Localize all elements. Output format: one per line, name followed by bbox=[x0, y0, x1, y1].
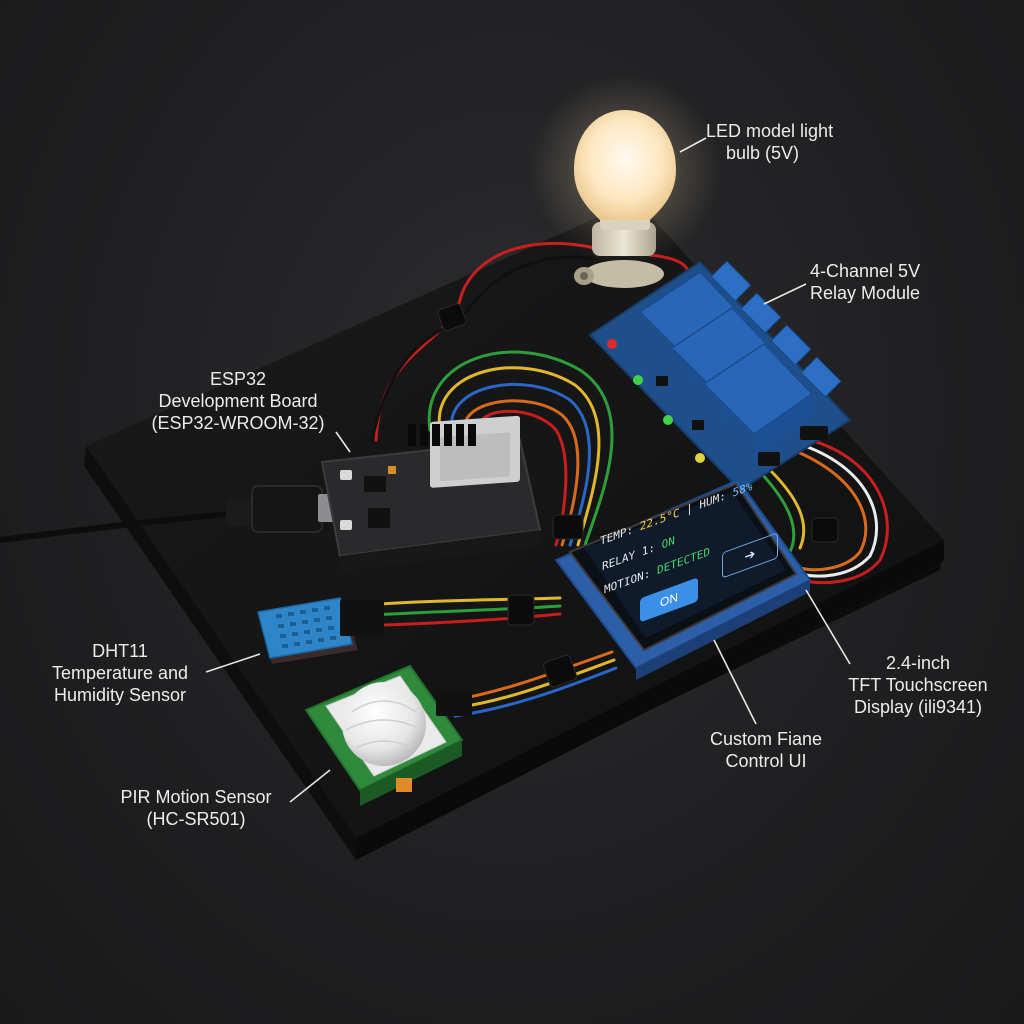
esp32-regulator bbox=[368, 508, 390, 528]
leader-pir bbox=[289, 769, 331, 803]
label-tft-line1: 2.4-inch bbox=[885, 653, 951, 673]
relay-led-1 bbox=[633, 375, 643, 385]
label-led-bulb: LED model light bulb (5V) bbox=[706, 120, 833, 164]
relay-chip-1 bbox=[656, 376, 668, 386]
boot-button bbox=[340, 470, 352, 480]
relay-led-2 bbox=[663, 415, 673, 425]
label-relay-line2: Relay Module bbox=[810, 283, 921, 303]
relay-led-power bbox=[607, 339, 617, 349]
label-led-bulb-line1: LED model light bbox=[706, 121, 834, 141]
leader-tft bbox=[805, 589, 851, 665]
tft-display bbox=[554, 478, 812, 680]
label-relay-module: 4-Channel 5V Relay Module bbox=[810, 260, 920, 304]
label-esp32-line3: (ESP32-WROOM-32) bbox=[151, 413, 325, 433]
relay-led-3 bbox=[695, 453, 705, 463]
label-esp32-line2: Development Board bbox=[158, 391, 318, 411]
label-pir-line2: (HC-SR501) bbox=[146, 809, 246, 829]
label-custom-ui: Custom Fiane Control UI bbox=[696, 728, 836, 772]
label-dht11: DHT11 Temperature and Humidity Sensor bbox=[40, 640, 200, 706]
cable-clips bbox=[437, 303, 839, 688]
label-dht11-line2: Temperature and bbox=[51, 663, 189, 683]
esp32-board bbox=[320, 415, 542, 572]
pir-sensor bbox=[304, 664, 472, 806]
relay-header-b bbox=[800, 426, 828, 440]
dht11-grille bbox=[276, 606, 336, 648]
relay-chip-2 bbox=[692, 420, 704, 430]
esp32-pin-row bbox=[408, 424, 476, 446]
en-button bbox=[340, 520, 352, 530]
label-tft: 2.4-inch TFT Touchscreen Display (ili934… bbox=[836, 652, 1000, 718]
label-relay-line1: 4-Channel 5V bbox=[810, 261, 921, 281]
pir-potentiometer bbox=[396, 778, 412, 792]
relay-block-3 bbox=[702, 343, 814, 458]
label-pir: PIR Motion Sensor (HC-SR501) bbox=[108, 786, 284, 830]
label-esp32-line1: ESP32 bbox=[209, 369, 267, 389]
led-bulb bbox=[530, 75, 720, 288]
label-ui-line2: Control UI bbox=[725, 751, 807, 771]
leader-esp32 bbox=[335, 431, 351, 453]
label-pir-line1: PIR Motion Sensor bbox=[120, 787, 272, 807]
leader-ui bbox=[713, 639, 757, 725]
label-dht11-line3: Humidity Sensor bbox=[53, 685, 187, 705]
dht11-header bbox=[340, 600, 384, 636]
pir-header bbox=[436, 690, 472, 716]
label-dht11-line1: DHT11 bbox=[92, 641, 148, 661]
esp32-chip bbox=[364, 476, 386, 492]
label-led-bulb-line2: bulb (5V) bbox=[726, 143, 800, 163]
leader-relay bbox=[763, 283, 807, 305]
leader-bulb bbox=[679, 137, 707, 153]
relay-header-a bbox=[758, 452, 780, 466]
relay-module bbox=[588, 260, 852, 492]
esp32-led bbox=[388, 466, 396, 474]
relay-terminals bbox=[710, 260, 842, 398]
label-tft-line3: Display (ili9341) bbox=[853, 697, 983, 717]
label-esp32: ESP32 Development Board (ESP32-WROOM-32) bbox=[143, 368, 333, 434]
label-ui-line1: Custom Fiane bbox=[709, 729, 823, 749]
dht11-sensor bbox=[257, 597, 384, 664]
tft-screen bbox=[584, 492, 786, 638]
label-tft-line2: TFT Touchscreen bbox=[848, 675, 988, 695]
leader-dht11 bbox=[205, 653, 261, 673]
